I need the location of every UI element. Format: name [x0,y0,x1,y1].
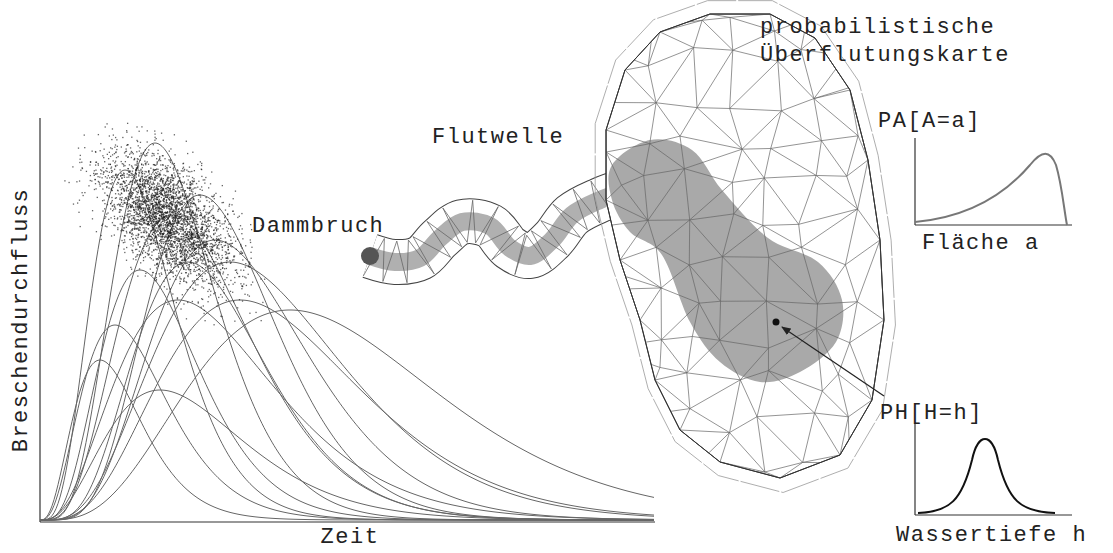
dam-break-point [361,247,379,265]
leader-arrow [782,327,884,396]
hydrograph-curve [40,300,654,520]
axis-label: Fläche a [922,230,1040,258]
axis-label: Zeit [321,524,380,552]
hydrograph-curve [40,390,654,520]
hydrograph-curve [40,170,654,520]
probability-label: PH[H=h] [880,400,983,428]
hydrograph-chart [40,118,655,522]
hydrograph-curve [40,325,654,520]
hydrograph-curve [40,310,654,520]
hydrograph-curve [40,262,654,520]
triangle-mesh [598,14,884,478]
hydrograph-curve [40,270,654,520]
hydrograph-curve [40,360,654,520]
hydrograph-curve [40,300,654,520]
probe-point [773,319,780,326]
probability-label: PA[A=a] [878,108,981,136]
axis-label: Breschendurchfluss [8,188,36,453]
map-label: Flutwelle [432,124,564,152]
flood-map [361,1,895,493]
scatter-cloud [64,123,265,326]
hydrograph-curve [40,240,654,520]
hydrograph-curve [40,143,654,520]
hydrograph-curve [40,262,654,520]
map-title: probabilistische Überflutungskarte [760,14,1050,70]
map-label: Dammbruch [252,213,384,241]
probability-plots [915,138,1072,515]
axis-label: Wassertiefe h [896,522,1087,550]
